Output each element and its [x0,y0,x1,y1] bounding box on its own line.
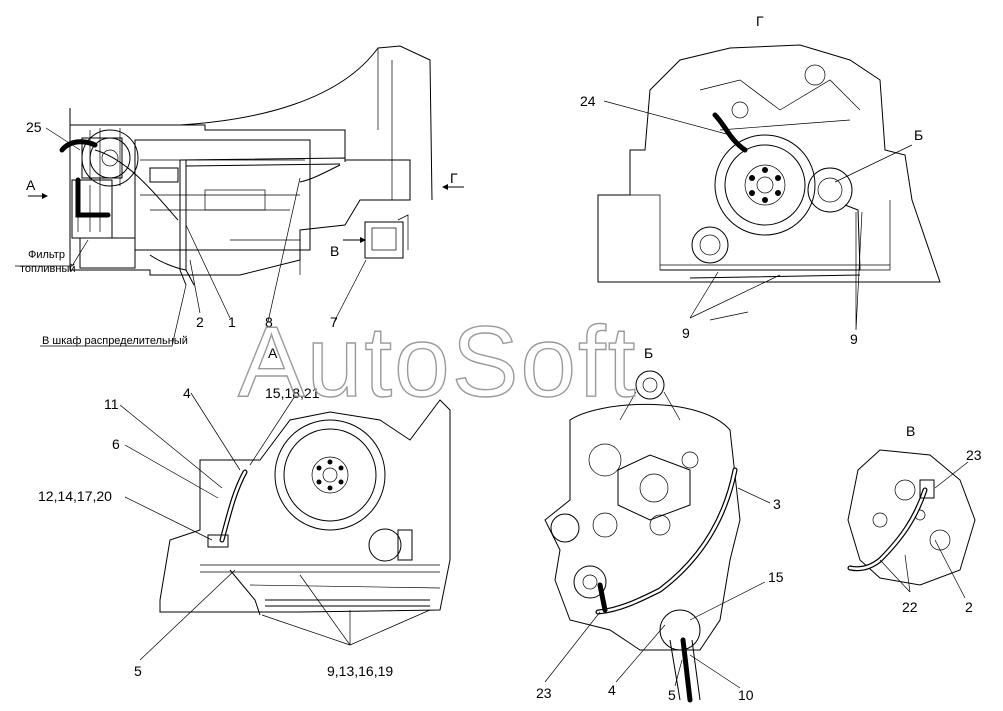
callout-9-right: 9 [850,331,858,347]
callout-b-ref: Б [914,127,923,143]
view-b-title: Б [644,345,653,361]
arrow-v-head-icon [360,237,366,243]
callout-22: 22 [902,599,918,615]
callout-23: 23 [536,685,552,701]
note-fuel-filter-line2: топливный [20,263,76,275]
callout-9-13-16-19: 9,13,16,19 [327,663,393,679]
callout-4: 4 [183,385,191,401]
view-v-title: В [906,423,915,439]
view-g-title: Г [756,13,764,29]
view-g: Г 24 Б 9 9 [580,13,941,347]
view-b: Б 3 15 23 4 5 10 [536,345,784,703]
callout-24: 24 [580,93,596,109]
callout-11: 11 [104,396,119,412]
view-a-flywheel-bolts [316,459,344,491]
callout-7: 7 [330,314,338,330]
callout-1: 1 [228,314,236,330]
callout-10: 10 [738,687,754,703]
callout-5-b: 5 [668,687,676,703]
callout-15: 15 [768,569,784,585]
main-side-view: 25 А Г В Фильтр топливный В шкаф распред… [15,45,464,347]
arrow-a-label: А [26,177,36,193]
callout-9-left: 9 [682,325,690,341]
callout-15-18-21: 15,18,21 [265,385,320,401]
callout-12-14-17-20: 12,14,17,20 [38,488,112,504]
arrow-g-head-icon [442,184,448,190]
callout-2-v: 2 [965,599,973,615]
callout-8: 8 [265,314,273,330]
view-a: А 4 15,18,21 11 6 12,14,17,20 5 9,13,16,… [38,345,451,679]
callout-3: 3 [773,496,781,512]
note-distribution-cabinet: В шкаф распределительный [42,335,188,347]
callout-4-b: 4 [608,682,616,698]
arrow-a-head-icon [42,193,48,199]
callout-25: 25 [26,119,42,135]
callout-5: 5 [134,663,142,679]
flywheel-bolts [749,167,781,203]
note-fuel-filter-line1: Фильтр [28,249,65,261]
arrow-g-label: Г [450,170,458,186]
callout-23-v: 23 [966,447,982,463]
watermark: AutoSoft [238,306,638,418]
view-v: В 23 22 2 [847,423,982,615]
callout-2: 2 [196,314,204,330]
arrow-v-label: В [330,243,339,259]
view-a-title: А [268,345,278,361]
callout-6: 6 [112,436,120,452]
